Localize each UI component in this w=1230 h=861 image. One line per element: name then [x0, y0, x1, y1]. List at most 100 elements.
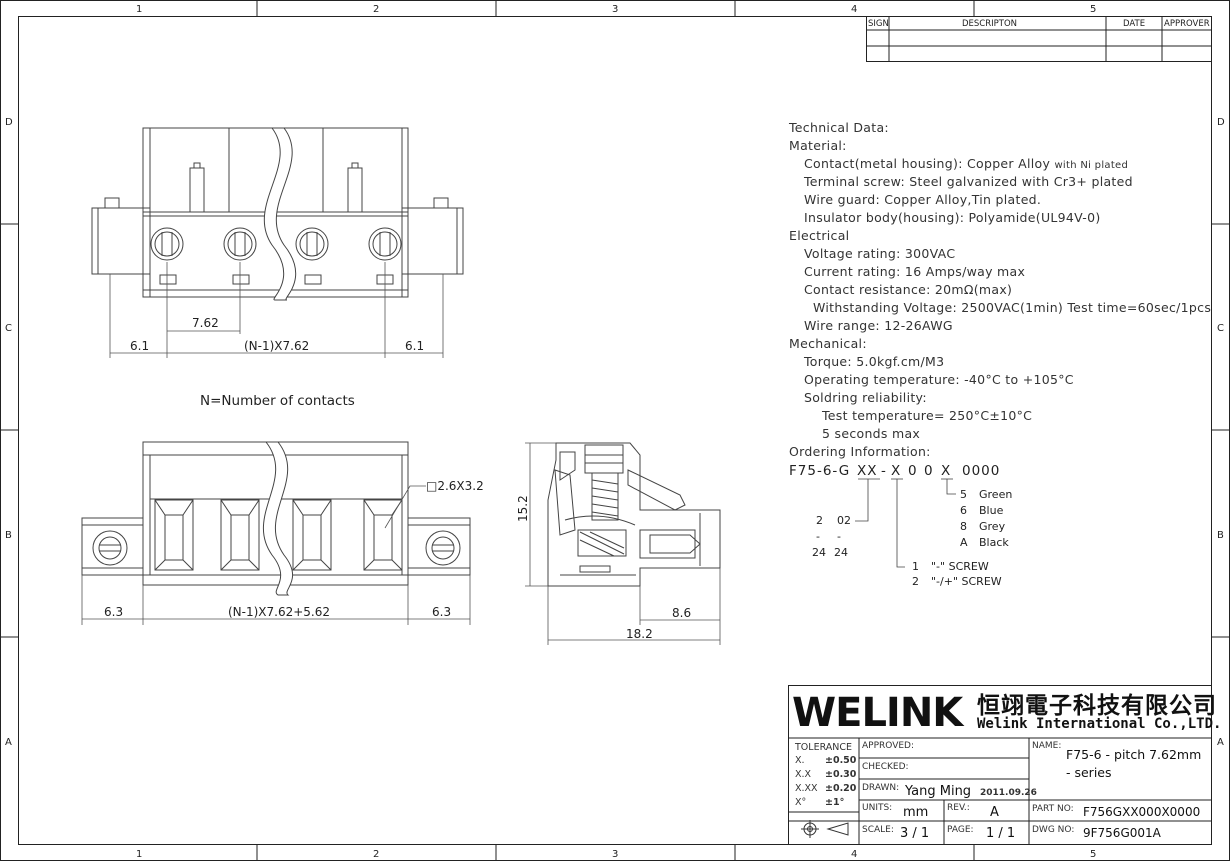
dim-side-height: 15.2: [516, 495, 530, 522]
ordering-code: F75-6-G XX - X 0 0 X 0000: [789, 463, 1000, 479]
tech-seconds: 5 seconds max: [822, 426, 921, 441]
zone-col-4-top: 4: [851, 4, 857, 15]
tech-current: Current rating: 16 Amps/way max: [804, 264, 1026, 279]
color-opt-4-num: A: [960, 536, 968, 549]
tolerance-label: TOLERANCE: [795, 742, 853, 753]
page-value: 1 / 1: [986, 826, 1016, 841]
color-opt-3-num: 8: [960, 520, 967, 533]
zone-col-5-top: 5: [1090, 4, 1096, 15]
order-code-xx: XX: [857, 463, 878, 479]
order-pos-bottom: 24: [812, 546, 826, 559]
revision-table: SIGN DESCRIPTON DATE APPROVER: [866, 16, 1212, 62]
tol-key-2: X.X: [795, 769, 812, 780]
tol-key-4: X°: [795, 797, 807, 808]
scale-label: SCALE:: [862, 825, 894, 835]
tech-contact: Contact(metal housing): Copper Alloy wit…: [789, 155, 1211, 173]
order-code-0b: 0: [924, 463, 934, 479]
order-code-x2: X: [941, 463, 951, 479]
zone-row-b-right: B: [1217, 530, 1224, 541]
units-label: UNITS:: [862, 803, 893, 813]
front-callout: □2.6X3.2: [426, 479, 484, 493]
rev-label: REV.:: [947, 803, 970, 813]
tol-key-3: X.XX: [795, 783, 818, 794]
dim-side-depth: 8.6: [672, 606, 691, 620]
tol-val-1: ±0.50: [825, 755, 857, 766]
zone-col-4-bottom: 4: [851, 849, 857, 860]
tech-wire-guard: Wire guard: Copper Alloy,Tin plated.: [804, 192, 1042, 207]
zone-row-d-left: D: [5, 117, 13, 128]
checked-label: CHECKED:: [862, 762, 909, 772]
tech-contact-resistance: Contact resistance: 20mΩ(max): [804, 282, 1013, 297]
order-code-x1: X: [891, 463, 901, 479]
order-pos-bottom-val: 24: [834, 546, 848, 559]
tech-soldering: Soldring reliability:: [804, 390, 927, 405]
color-opt-2-label: Blue: [979, 504, 1004, 517]
screw-opt-1-label: "-" SCREW: [931, 560, 989, 573]
company-name-en: Welink International Co.,LTD.: [977, 716, 1222, 732]
zone-row-d-right: D: [1217, 117, 1225, 128]
title-block-grid: [788, 685, 1212, 845]
zone-row-a-right: A: [1217, 737, 1224, 748]
tech-ordering-heading: Ordering Information:: [789, 444, 931, 459]
company-name-cn: 恒翊電子科技有限公司: [977, 692, 1217, 719]
tol-val-2: ±0.30: [825, 769, 857, 780]
tech-contact-main: Contact(metal housing): Copper Alloy: [804, 156, 1051, 171]
rev-value: A: [990, 805, 999, 820]
drawn-date: 2011.09.26: [980, 788, 1037, 798]
drawn-by: Yang Ming: [905, 784, 972, 799]
tech-withstanding: Withstanding Voltage: 2500VAC(1min) Test…: [813, 300, 1212, 315]
rev-header-approver: APPROVER: [1164, 19, 1210, 29]
note-number-of-contacts: N=Number of contacts: [200, 393, 355, 409]
tech-mechanical-heading: Mechanical:: [789, 336, 867, 351]
front-view-break-line: [262, 441, 293, 596]
dim-front-right: 6.3: [432, 605, 451, 619]
ordering-leaders: [855, 478, 956, 568]
tech-terminal-screw: Terminal screw: Steel galvanized with Cr…: [804, 174, 1133, 189]
screw-opt-1-num: 1: [912, 560, 919, 573]
dwg-no-value: 9F756G001A: [1083, 826, 1161, 840]
order-pos-top: 2: [816, 514, 823, 527]
dim-side-total: 18.2: [626, 627, 653, 641]
tech-material-heading: Material:: [789, 138, 847, 153]
zone-col-1-bottom: 1: [136, 849, 142, 860]
tech-electrical-heading: Electrical: [789, 228, 850, 243]
zone-col-3-bottom: 3: [612, 849, 618, 860]
rev-header-date: DATE: [1123, 19, 1145, 29]
top-view-break-line: [263, 127, 297, 301]
page-label: PAGE:: [947, 825, 974, 835]
color-opt-4-label: Black: [979, 536, 1009, 549]
tech-insulator: Insulator body(housing): Polyamide(UL94V…: [804, 210, 1101, 225]
name-line-1: F75-6 - pitch 7.62mm: [1066, 747, 1202, 762]
top-view-drawing: [91, 127, 464, 298]
brand-logo: WELINK: [792, 690, 963, 736]
front-view-drawing: [81, 441, 471, 586]
order-code-dash: -: [881, 463, 887, 479]
part-no-label: PART NO:: [1032, 804, 1074, 814]
order-pos-dash1: -: [816, 530, 820, 543]
part-no-value: F756GXX000X0000: [1083, 805, 1201, 819]
dim-pitch: 7.62: [192, 316, 219, 330]
order-pos-dash2: -: [837, 530, 841, 543]
side-view-drawing: [547, 442, 721, 587]
tol-val-4: ±1°: [825, 797, 845, 808]
zone-row-b-left: B: [5, 530, 12, 541]
zone-col-3-top: 3: [612, 4, 618, 15]
screw-opt-2-label: "-/+" SCREW: [931, 575, 1002, 588]
order-pos-top-val: 02: [837, 514, 851, 527]
technical-data: Technical Data: Material: Contact(metal …: [789, 119, 1211, 461]
order-code-suffix: 0000: [962, 463, 1000, 479]
order-code-0a: 0: [908, 463, 918, 479]
dim-front-middle: (N-1)X7.62+5.62: [228, 605, 330, 619]
rev-header-description: DESCRIPTON: [962, 19, 1017, 29]
zone-col-1-top: 1: [136, 4, 142, 15]
zone-col-2-top: 2: [373, 4, 379, 15]
dim-top-left: 6.1: [130, 339, 149, 353]
zone-row-c-right: C: [1217, 323, 1224, 334]
dwg-no-label: DWG NO:: [1032, 825, 1075, 835]
color-opt-1-num: 5: [960, 488, 967, 501]
units-value: mm: [903, 805, 929, 820]
top-view-dimensions: [109, 262, 444, 358]
side-view-dimensions: [525, 442, 721, 645]
tech-test-temp: Test temperature= 250°C±10°C: [822, 408, 1033, 423]
